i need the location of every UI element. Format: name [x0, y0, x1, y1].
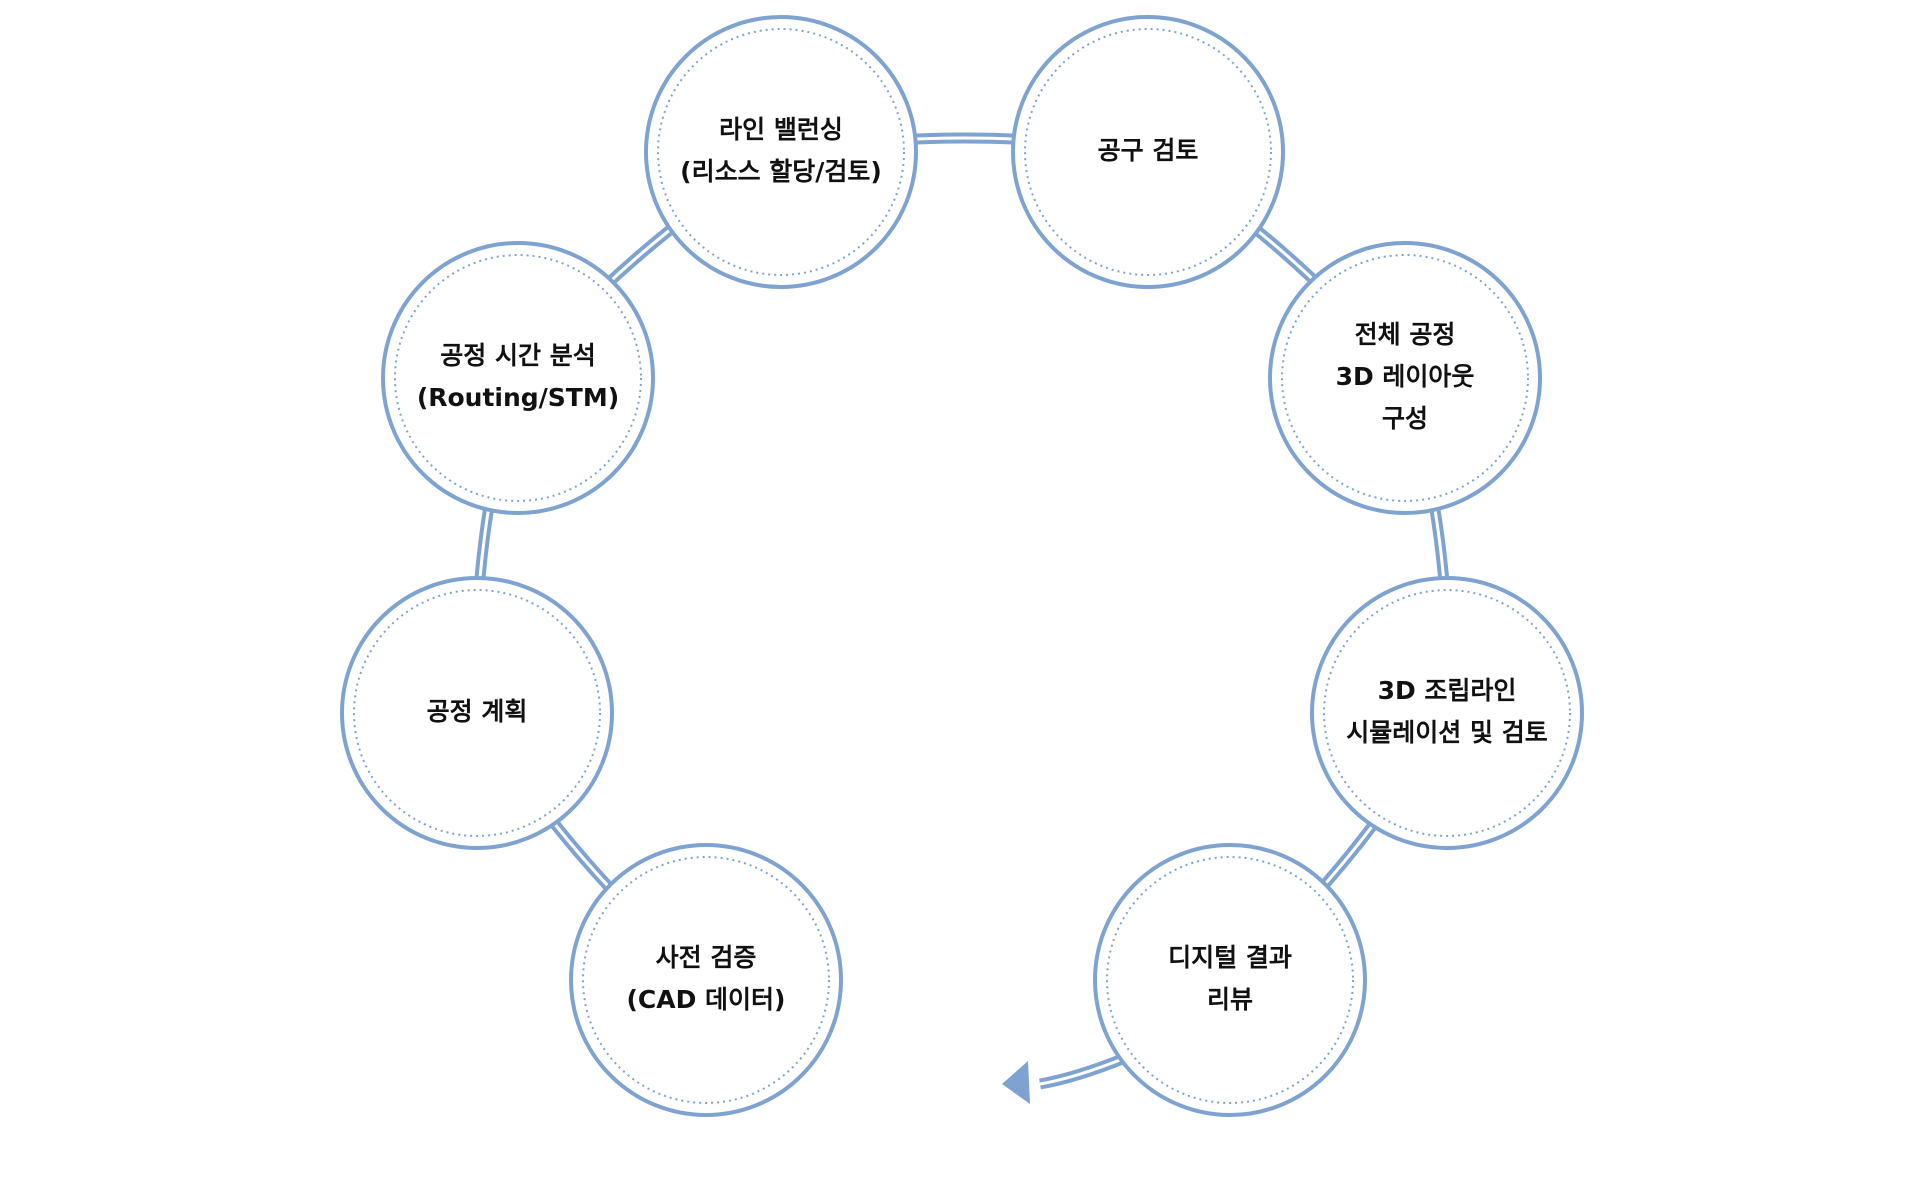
step-outer-ring	[644, 15, 918, 289]
exit-arrow-head	[1002, 1061, 1030, 1104]
step-node-tool-review: 공구 검토	[1011, 15, 1285, 289]
step-label-line: (CAD 데이터)	[626, 985, 785, 1014]
step-label-line: (리소스 할당/검토)	[680, 157, 882, 186]
step-outer-ring	[1093, 843, 1367, 1117]
step-inner-dotted-ring	[394, 254, 642, 502]
step-label-line: 3D 레이아웃	[1336, 362, 1475, 391]
step-label-line: 공구 검토	[1098, 136, 1199, 165]
step-label-line: 라인 밸런싱	[719, 115, 843, 144]
step-label-line: 구성	[1382, 404, 1428, 433]
step-label-line: (Routing/STM)	[417, 383, 619, 412]
exit-arrow-shaft-gap	[1039, 1056, 1126, 1086]
step-node-pre-verification: 사전 검증 (CAD 데이터)	[569, 843, 843, 1117]
step-label-line: 디지털 결과	[1168, 943, 1292, 972]
step-label-line: 3D 조립라인	[1378, 676, 1517, 705]
step-outer-ring	[1268, 241, 1542, 515]
connectors	[470, 132, 1454, 985]
step-node-line-balancing: 라인 밸런싱 (리소스 할당/검토)	[644, 15, 918, 289]
process-nodes: 공정 계획 공정 시간 분석 (Routing/STM) 라인 밸런싱 (리소스 할당/…	[340, 15, 1584, 1117]
exit-arrow	[1002, 1052, 1128, 1104]
step-node-process-planning: 공정 계획	[340, 576, 614, 850]
step-label-line: 시뮬레이션 및 검토	[1346, 718, 1547, 747]
step-inner-dotted-ring	[657, 28, 905, 276]
step-label-line: 사전 검증	[656, 943, 757, 972]
step-outer-ring	[381, 241, 655, 515]
step-label-line: 전체 공정	[1355, 320, 1456, 349]
step-label-line: 공정 계획	[427, 697, 528, 726]
step-node-process-time-analysis: 공정 시간 분석 (Routing/STM)	[381, 241, 655, 515]
step-label-line: 공정 시간 분석	[440, 341, 595, 370]
step-outer-ring	[1011, 15, 1285, 289]
step-outer-ring	[1310, 576, 1584, 850]
step-inner-dotted-ring	[1281, 254, 1529, 502]
step-outer-ring	[340, 576, 614, 850]
step-inner-dotted-ring	[1323, 589, 1571, 837]
step-inner-dotted-ring	[1106, 856, 1354, 1104]
step-label-line: 리뷰	[1207, 985, 1253, 1014]
step-inner-dotted-ring	[582, 856, 830, 1104]
step-outer-ring	[569, 843, 843, 1117]
step-inner-dotted-ring	[353, 589, 601, 837]
step-inner-dotted-ring	[1024, 28, 1272, 276]
